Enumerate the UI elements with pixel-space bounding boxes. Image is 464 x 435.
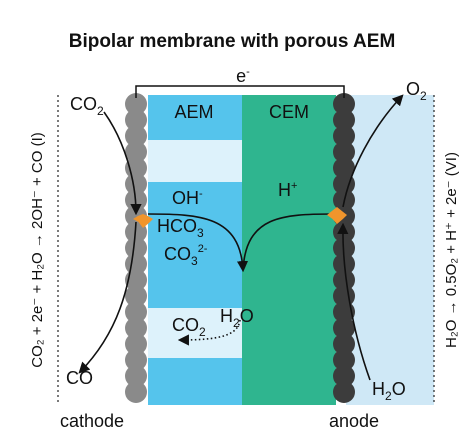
proton-label: H+ xyxy=(278,180,297,200)
h2o-reactant-arrow xyxy=(337,222,371,381)
cathode-bead xyxy=(125,173,147,195)
co2-return-label: CO2 xyxy=(172,315,206,339)
cathode-bead xyxy=(125,285,147,307)
cathode-co2-label: CO2 xyxy=(70,94,104,118)
carbonate-label: CO32- xyxy=(164,243,208,268)
anode-o2-label: O2 xyxy=(406,79,427,103)
anode-h2o-label: H2O xyxy=(372,379,406,403)
hydroxide-label: OH- xyxy=(172,188,203,208)
anode-catalyst-star xyxy=(327,207,347,224)
diagram-title: Bipolar membrane with porous AEM xyxy=(69,31,396,52)
cathode-electrode xyxy=(125,93,147,403)
anode-bead xyxy=(333,141,355,163)
anode-bead xyxy=(333,93,355,115)
anode-bead xyxy=(333,349,355,371)
cathode-bead xyxy=(125,317,147,339)
anode-equation: H₂O → 0.5O₂ + H⁺ + 2e⁻ (VI) xyxy=(443,152,460,348)
anode-bead xyxy=(333,365,355,387)
cathode-bead xyxy=(125,301,147,323)
cem-label: CEM xyxy=(269,102,309,122)
co2-reactant-arrow xyxy=(103,111,142,216)
anode-bead xyxy=(333,269,355,291)
cathode-bead xyxy=(125,125,147,147)
electron-label: e- xyxy=(236,66,250,86)
anode-bead xyxy=(333,317,355,339)
cathode-catalyst-star xyxy=(133,214,153,228)
anode-bead xyxy=(333,157,355,179)
cathode-equation: CO₂ + 2e⁻ + H₂O → 2OH⁻ + CO (I) xyxy=(29,132,46,367)
cathode-bead xyxy=(125,365,147,387)
anode-bead xyxy=(333,333,355,355)
cathode-bead xyxy=(125,109,147,131)
water-label: H2O xyxy=(220,306,254,330)
co-product-arrow xyxy=(78,221,137,374)
cathode-bead xyxy=(125,93,147,115)
cathode-bead xyxy=(125,381,147,403)
electron-wire xyxy=(135,85,345,98)
cathode-co-label: CO xyxy=(66,368,93,388)
aem-pore-2 xyxy=(148,308,242,358)
h-flow-arrow xyxy=(242,213,335,271)
anode-bead xyxy=(333,381,355,403)
anode-bead xyxy=(333,125,355,147)
cathode-label: cathode xyxy=(60,411,124,431)
anode-bead xyxy=(333,301,355,323)
cem-layer xyxy=(242,95,336,405)
cathode-bead xyxy=(125,269,147,291)
bicarbonate-label: HCO3 xyxy=(157,216,204,240)
aem-pore-1 xyxy=(148,140,242,182)
cathode-bead xyxy=(125,237,147,259)
anode-bead xyxy=(333,173,355,195)
oh-flow-arrow xyxy=(147,213,249,273)
o2-product-arrow xyxy=(342,94,404,208)
co2-return-arrow xyxy=(177,319,241,346)
anode-electrolyte xyxy=(346,95,434,405)
cathode-bead xyxy=(125,333,147,355)
anode-electrode xyxy=(333,93,355,403)
cathode-bead xyxy=(125,141,147,163)
anode-label: anode xyxy=(329,411,379,431)
anode-bead xyxy=(333,109,355,131)
aem-label: AEM xyxy=(174,102,213,122)
cathode-bead xyxy=(125,349,147,371)
